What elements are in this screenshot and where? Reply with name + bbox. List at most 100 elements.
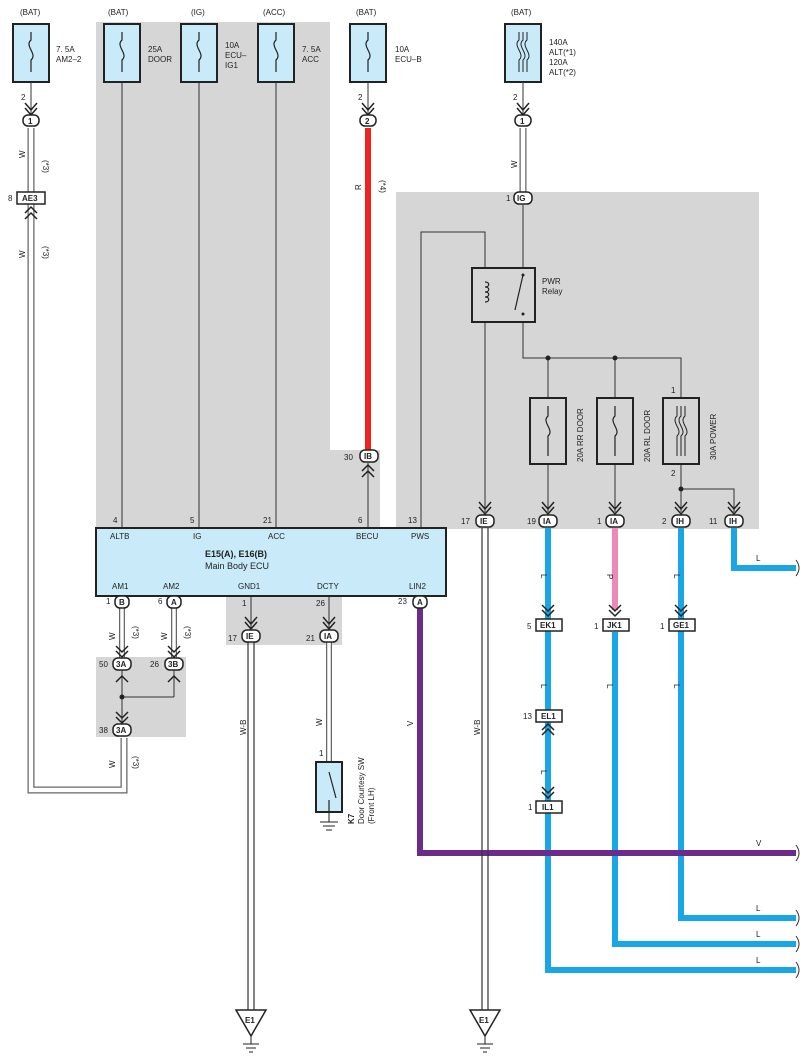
connector-ie17b-arrow xyxy=(244,616,258,631)
connector-ih11-pin: 11 xyxy=(709,517,718,526)
connector-il1-box xyxy=(535,800,563,814)
wire-label-am-n3: (*3) xyxy=(131,756,140,769)
connector-ge1-pin: 1 xyxy=(660,622,665,631)
wire-label-lin2-v: V xyxy=(406,720,415,726)
connector-3b26-arrow-out xyxy=(167,674,181,683)
wire-pwr-branch xyxy=(681,488,735,512)
connector-ib30-arrow xyxy=(361,463,375,478)
fuse-am22-conn-label: 1 xyxy=(28,117,33,126)
wire-label-gnd-wb-right: W-B xyxy=(473,720,482,735)
relay-pin: 1 xyxy=(506,194,511,203)
fuse-power-label: 30A POWER xyxy=(709,414,718,460)
connector-ek1-pin: 5 xyxy=(527,622,532,631)
ground-left-label: E1 xyxy=(245,1016,255,1025)
connector-3a38-label: 3A xyxy=(116,726,126,735)
connector-3a38-pin: 38 xyxy=(99,726,108,735)
fuse-door-icon xyxy=(119,32,125,72)
ecu-top-pin-acc: ACC xyxy=(268,532,285,541)
ecu-bot-pin-lin2: LIN2 xyxy=(409,582,426,591)
connector-il1-label: IL1 xyxy=(542,803,554,812)
wire-break-568 xyxy=(795,559,800,577)
connector-3a38-arrow xyxy=(115,711,129,725)
fuse-alt-pin: 2 xyxy=(513,93,518,102)
ground-right-label: E1 xyxy=(479,1016,489,1025)
fuse-door-source: (BAT) xyxy=(108,8,129,17)
junction-dots xyxy=(119,355,684,700)
wire-label-rl-p: P xyxy=(605,574,614,579)
wire-label-pwr-l-right: L xyxy=(756,904,761,913)
connector-ia1-label: IA xyxy=(610,517,618,526)
connector-ia21-pin: 21 xyxy=(306,634,315,643)
fuse-ecuig1-name2: IG1 xyxy=(225,61,238,70)
fuse-power-pin-top: 1 xyxy=(671,386,676,395)
wire-break-944 xyxy=(795,935,800,953)
wire-labels-lower: L L P L W (*3) W (*3) L L L W-B W V W-B … xyxy=(108,554,762,965)
fuse-door-name: DOOR xyxy=(148,55,172,64)
wire-label-am2-n3: (*3) xyxy=(183,626,192,639)
wire-label-rr-l3: L xyxy=(539,770,548,775)
fuse-ecuig1: (IG) 10A ECU– IG1 xyxy=(180,8,247,83)
ecu-top-pin-num-ig: 5 xyxy=(190,516,195,525)
relay-box xyxy=(471,267,536,323)
fuse-rl-door: 20A RL DOOR xyxy=(596,397,652,465)
wire-label-ecub-n4: (*4) xyxy=(378,180,387,193)
fuse-alt-source: (BAT) xyxy=(511,8,532,17)
ground-right-triangle xyxy=(468,1009,502,1038)
ground-left-triangle xyxy=(234,1009,268,1038)
connector-jk1-arrow xyxy=(608,604,622,618)
connector-ae3-box xyxy=(16,191,46,205)
connectors-lower: 50 3A 26 3B 38 3A 17 IE 21 IA 5 EK1 1 xyxy=(99,604,696,814)
connector-row-top: 17 IE 19 IA 1 IA 2 IH 11 IH xyxy=(461,501,744,528)
fuse-acc-rating: 7. 5A xyxy=(302,45,321,54)
fuse-door-rating: 25A xyxy=(148,45,163,54)
ecu-top-pin-ig: IG xyxy=(193,532,201,541)
ecu-top-pin-num-altb: 4 xyxy=(113,516,118,525)
fuse-ecuig1-source: (IG) xyxy=(191,8,205,17)
fuse-ecub-name: ECU–B xyxy=(395,55,422,64)
ecu-top-pin-num-acc: 21 xyxy=(263,516,272,525)
wire-labels-upper: W (*3) W (*3) R (*4) W xyxy=(18,150,519,259)
ecu-top-pin-num-pws: 13 xyxy=(408,516,417,525)
connector-el1-label: EL1 xyxy=(541,712,556,721)
connector-ib30-pin: 30 xyxy=(344,453,353,462)
connector-ih11-arrow xyxy=(727,501,741,516)
fuse-alt-conn xyxy=(514,114,532,127)
wire-pws xyxy=(420,231,486,528)
fuse-am22-rating: 7. 5A xyxy=(56,45,75,54)
connector-3b26-pin: 26 xyxy=(150,660,159,669)
fuse-am22: (BAT) 7. 5A AM2–2 2 1 xyxy=(12,8,82,127)
fuse-ecub-pin: 2 xyxy=(358,93,363,102)
switch-ground-icon xyxy=(320,821,338,831)
fuse-alt-line3: 120A xyxy=(549,58,568,67)
wire-label-rr-l1: L xyxy=(539,574,548,579)
connector-ae3: 8 AE3 xyxy=(8,191,46,220)
relay-contact-top xyxy=(521,273,525,277)
fuse-alt: (BAT) 140A ALT(*1) 120A ALT(*2) 2 1 xyxy=(504,8,576,127)
ecu-am2-conn-label: A xyxy=(171,598,177,607)
connector-ia1-arrow xyxy=(608,501,622,516)
switch-pin: 1 xyxy=(319,749,324,758)
wire-label-alt-w: W xyxy=(510,160,519,168)
fuse-rr-label: 20A RR DOOR xyxy=(576,408,585,462)
ground-left: E1 xyxy=(234,1009,268,1053)
fuse-alt-line4: ALT(*2) xyxy=(549,68,576,77)
connector-3b26-arrow xyxy=(167,645,181,659)
fuse-acc-source: (ACC) xyxy=(263,8,286,17)
wire-blue-power xyxy=(678,528,796,921)
right-junction-panel xyxy=(396,192,759,529)
connector-ie17b-pin: 17 xyxy=(228,634,237,643)
ecu-top-pin-altb: ALTB xyxy=(110,532,129,541)
connector-ek1-label: EK1 xyxy=(540,621,556,630)
wire-label-lin2-v-right: V xyxy=(756,839,762,848)
wire-label-dcty-w: W xyxy=(315,718,324,726)
fuse-acc-icon xyxy=(273,32,279,72)
wire-label-am2-w: W xyxy=(160,632,169,640)
junction-dot-am xyxy=(119,694,125,700)
connector-ge1-arrow xyxy=(674,604,688,618)
wire-label-am1-w: W xyxy=(108,632,117,640)
relay-conn-label: IG xyxy=(517,194,525,203)
wire-label-ae3-n3: (*3) xyxy=(41,246,50,259)
connector-jk1-pin: 1 xyxy=(594,622,599,631)
ground-right: E1 xyxy=(468,1009,502,1053)
